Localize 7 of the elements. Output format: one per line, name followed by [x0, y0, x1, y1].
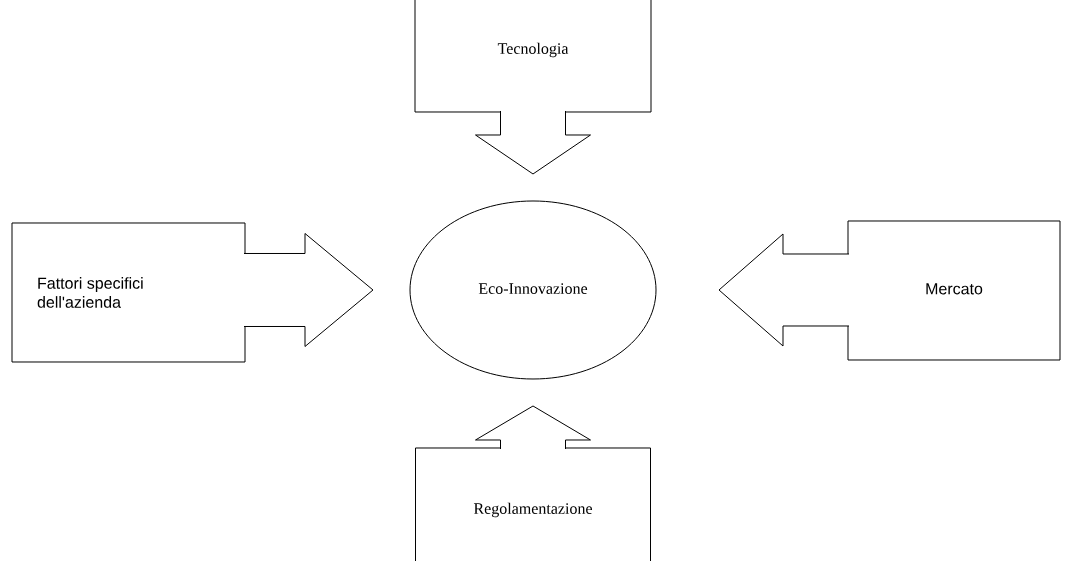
block-arrow [243, 233, 374, 347]
callout-box: Mercato [847, 220, 1061, 361]
block-arrow [718, 233, 850, 347]
callout-box: Fattori specifici dell'azienda [11, 222, 246, 363]
block-arrow [475, 110, 591, 175]
callout-box: Tecnologia [414, 0, 652, 113]
block-arrow [475, 405, 591, 450]
